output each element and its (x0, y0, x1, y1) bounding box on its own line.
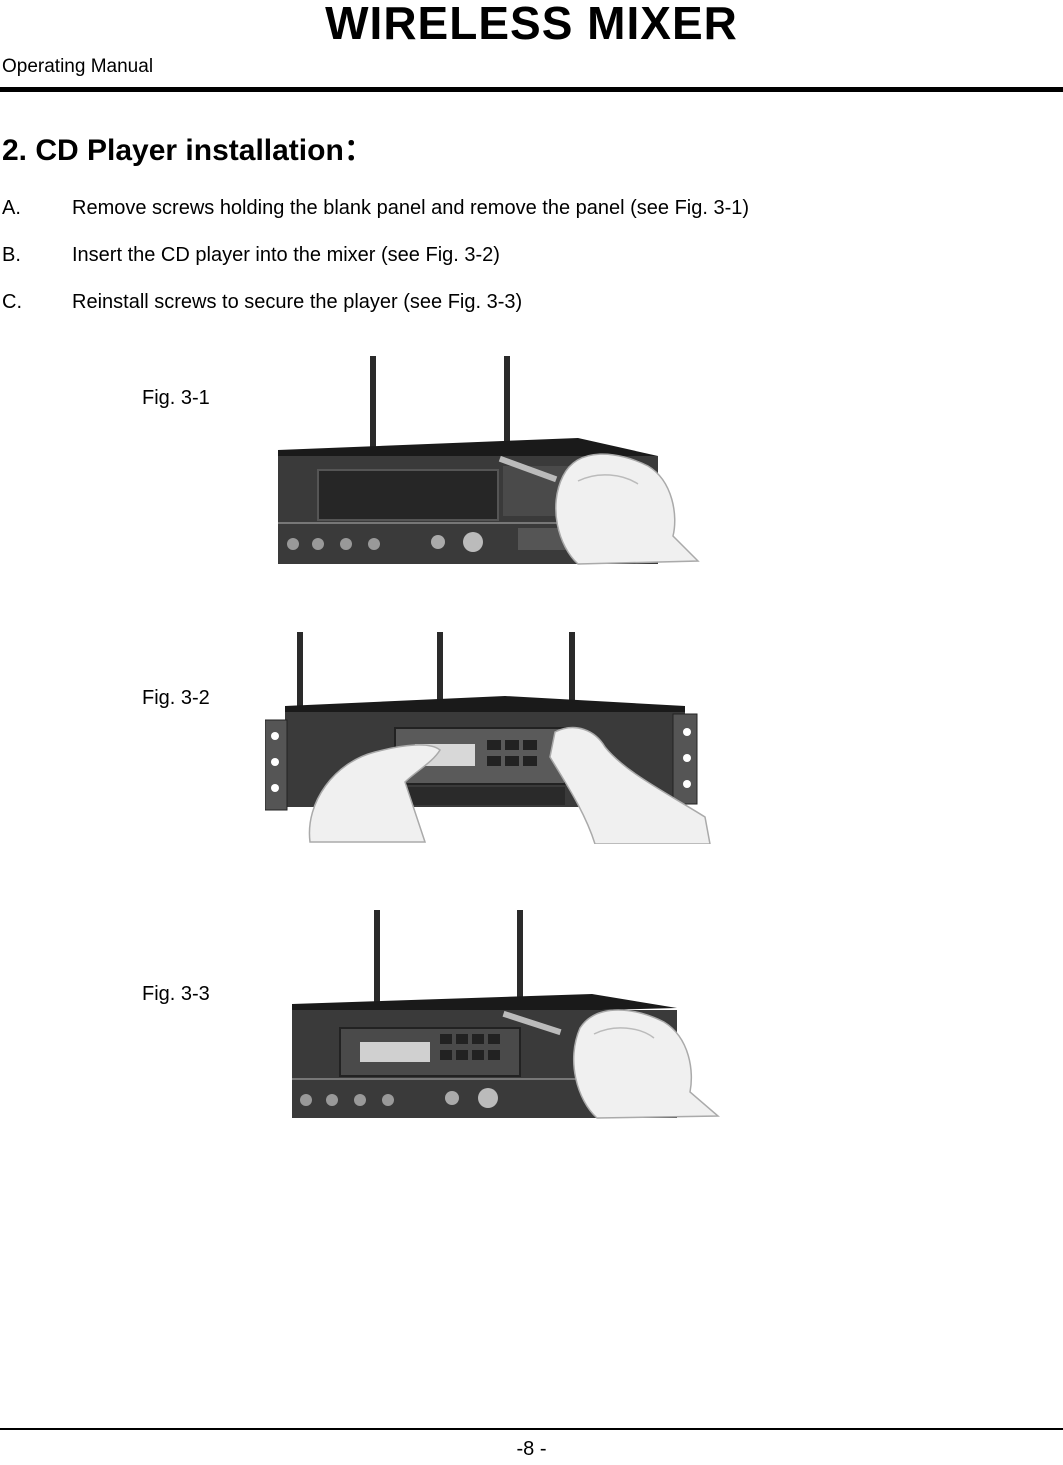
figure-label: Fig. 3-3 (142, 983, 210, 1005)
mixer-photo-secure-player (292, 910, 720, 1119)
header-rule (0, 87, 1063, 92)
section-heading: 2. CD Player installation： (2, 134, 374, 167)
instruction-step: B. Insert the CD player into the mixer (… (2, 243, 749, 290)
figure-label: Fig. 3-2 (142, 687, 210, 709)
document-title: WIRELESS MIXER (325, 0, 738, 49)
footer-rule (0, 1428, 1063, 1430)
figure-label: Fig. 3-1 (142, 387, 210, 409)
step-letter: B. (2, 244, 21, 266)
instruction-step: A. Remove screws holding the blank panel… (2, 196, 749, 243)
mixer-photo-remove-panel (278, 356, 700, 565)
document-subtitle: Operating Manual (2, 56, 154, 77)
page-number: -8 - (516, 1438, 547, 1460)
instruction-step: C. Reinstall screws to secure the player… (2, 290, 749, 337)
instruction-list: A. Remove screws holding the blank panel… (2, 196, 749, 337)
step-text: Insert the CD player into the mixer (see… (72, 244, 500, 266)
mixer-photo-insert-player (265, 632, 711, 844)
step-letter: C. (2, 291, 22, 313)
step-text: Reinstall screws to secure the player (s… (72, 291, 523, 313)
step-text: Remove screws holding the blank panel an… (72, 197, 750, 219)
step-letter: A. (2, 197, 21, 219)
